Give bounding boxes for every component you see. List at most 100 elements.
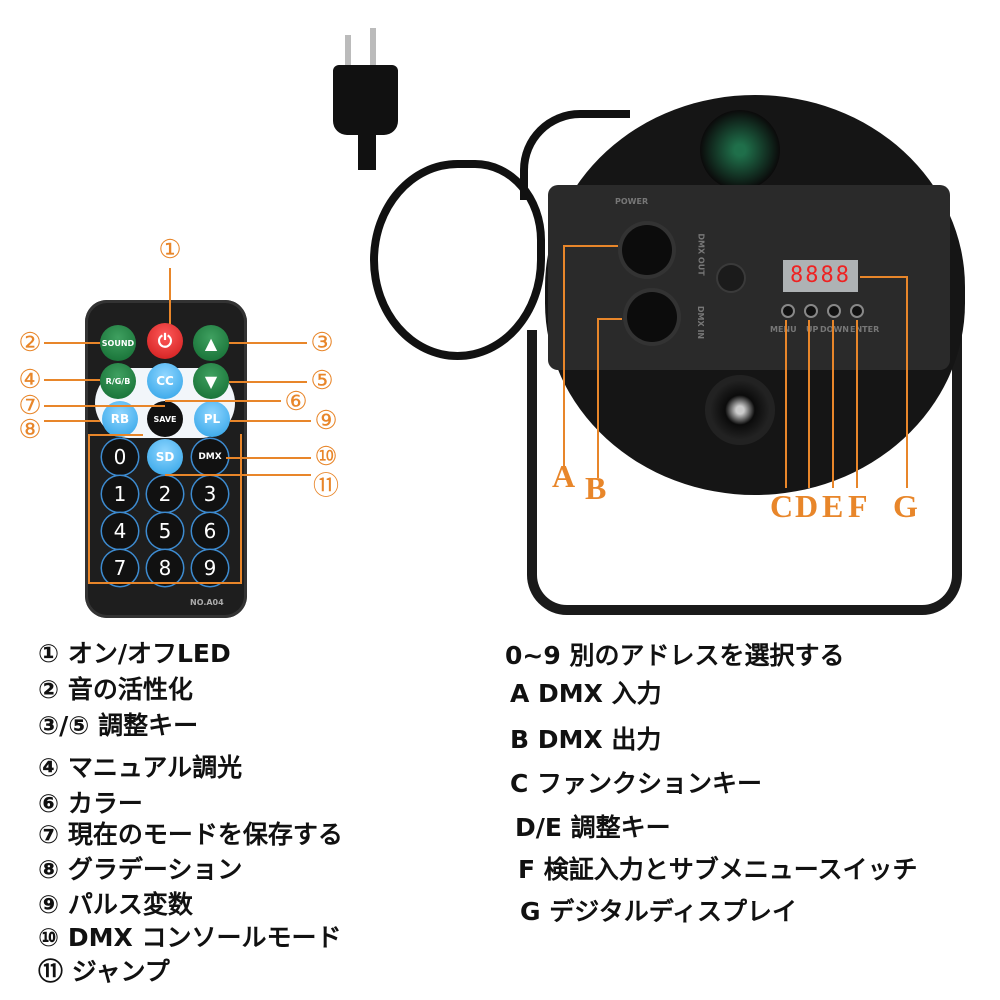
digit-1-button[interactable]: 1: [102, 476, 138, 512]
legend-right-item: G デジタルディスプレイ: [520, 897, 797, 926]
fuse-holder: [718, 265, 744, 291]
legend-left-item: ⑪ ジャンプ: [38, 957, 170, 986]
callout-line: [906, 276, 908, 488]
callout-line: [785, 320, 787, 488]
digit-6-button[interactable]: 6: [192, 513, 228, 549]
legend-left-item: ⑦ 現在のモードを保存する: [38, 820, 343, 849]
callout-line: [229, 342, 307, 344]
callout-4: ④: [18, 365, 42, 395]
plug-prong: [345, 35, 351, 70]
dmx-out-label: DMX OUT: [696, 233, 706, 276]
power-plug: [333, 65, 398, 135]
callout-8: ⑧: [18, 415, 42, 445]
down-label: DOWN: [820, 325, 849, 334]
callout-1: ①: [158, 235, 182, 265]
callout-line: [88, 434, 143, 436]
up-button-device[interactable]: [806, 306, 816, 316]
digit-0-button[interactable]: 0: [102, 439, 138, 475]
callout-line: [44, 420, 100, 422]
up-button[interactable]: ▲: [193, 325, 229, 361]
callout-line: [597, 318, 599, 478]
pl-button[interactable]: PL: [194, 401, 230, 437]
digit-8-button[interactable]: 8: [147, 550, 183, 586]
model-label: NO.A04: [190, 598, 224, 607]
callout-line: [229, 381, 307, 383]
mounting-bracket: [527, 330, 962, 615]
rgb-button[interactable]: R/G/B: [100, 363, 136, 399]
callout-3: ③: [310, 328, 334, 358]
callout-line: [563, 245, 618, 247]
callout-line: [563, 245, 565, 470]
power-cord: [370, 160, 545, 360]
label-c: C: [770, 488, 794, 524]
callout-7: ⑦: [18, 391, 42, 421]
digit-5-button[interactable]: 5: [147, 513, 183, 549]
legend-left-item: ⑨ パルス変数: [38, 890, 193, 919]
legend-left-item: ④ マニュアル調光: [38, 753, 243, 782]
callout-line: [597, 318, 622, 320]
legend-left-item: ③/⑤ 調整キー: [38, 711, 199, 740]
legend-right-item: D/E 調整キー: [515, 813, 671, 842]
callout-10: ⑩: [314, 442, 338, 472]
callout-line: [44, 379, 100, 381]
label-f: F: [848, 488, 868, 524]
down-button-device[interactable]: [829, 306, 839, 316]
callout-line: [808, 320, 810, 488]
callout-line: [44, 342, 100, 344]
callout-line: [856, 320, 858, 488]
menu-button[interactable]: [783, 306, 793, 316]
menu-label: MENU: [770, 325, 797, 334]
vent-bottom: [705, 375, 775, 445]
legend-left-item: ② 音の活性化: [38, 675, 193, 704]
digit-4-button[interactable]: 4: [102, 513, 138, 549]
legend-right-item: F 検証入力とサブメニュースイッチ: [518, 855, 918, 884]
plug-prong: [370, 28, 376, 70]
digit-9-button[interactable]: 9: [192, 550, 228, 586]
callout-line: [44, 405, 165, 407]
legend-right-item: A DMX 入力: [510, 679, 662, 708]
legend-left-item: ⑧ グラデーション: [38, 855, 243, 884]
enter-button[interactable]: [852, 306, 862, 316]
legend-left-item: ⑥ カラー: [38, 789, 143, 818]
digit-2-button[interactable]: 2: [147, 476, 183, 512]
callout-line: [230, 420, 311, 422]
cc-button[interactable]: CC: [147, 363, 183, 399]
dmx-out-connector[interactable]: [622, 225, 672, 275]
callout-5: ⑤: [310, 366, 334, 396]
callout-9: ⑨: [314, 406, 338, 436]
legend-right-item: C ファンクションキー: [510, 769, 763, 798]
up-label: UP: [806, 325, 819, 334]
down-button[interactable]: ▼: [193, 363, 229, 399]
plug-neck: [358, 130, 376, 170]
vent-top: [700, 110, 780, 190]
callout-line: [226, 457, 311, 459]
label-g: G: [893, 488, 918, 524]
digit-7-button[interactable]: 7: [102, 550, 138, 586]
dmx-in-label: DMX IN: [696, 305, 706, 340]
callout-11: ⑪: [312, 471, 340, 502]
label-d: D: [795, 488, 819, 524]
digit-3-button[interactable]: 3: [192, 476, 228, 512]
sd-button[interactable]: SD: [147, 439, 183, 475]
dmx-button[interactable]: DMX: [192, 439, 228, 475]
callout-line: [860, 276, 908, 278]
callout-2: ②: [18, 328, 42, 358]
callout-line: [169, 268, 171, 324]
callout-6: ⑥: [284, 387, 308, 417]
label-b: B: [585, 470, 607, 506]
callout-line: [832, 320, 834, 488]
rb-button[interactable]: RB: [102, 401, 138, 437]
power-button[interactable]: ⏻: [147, 323, 183, 359]
digits-bracket: [88, 434, 242, 584]
sound-button[interactable]: SOUND: [100, 325, 136, 361]
callout-line: [165, 400, 281, 402]
save-button[interactable]: SAVE: [147, 401, 183, 437]
legend-left-item: ① オン/オフLED: [38, 639, 231, 668]
label-a: A: [552, 458, 576, 494]
legend-right-item: B DMX 出力: [510, 725, 662, 754]
legend-right-item: 0~9 別のアドレスを選択する: [505, 641, 845, 670]
dmx-in-connector[interactable]: [627, 292, 677, 342]
legend-left-item: ⑩ DMX コンソールモード: [38, 923, 342, 952]
power-cord: [520, 110, 630, 200]
callout-line: [165, 474, 311, 476]
